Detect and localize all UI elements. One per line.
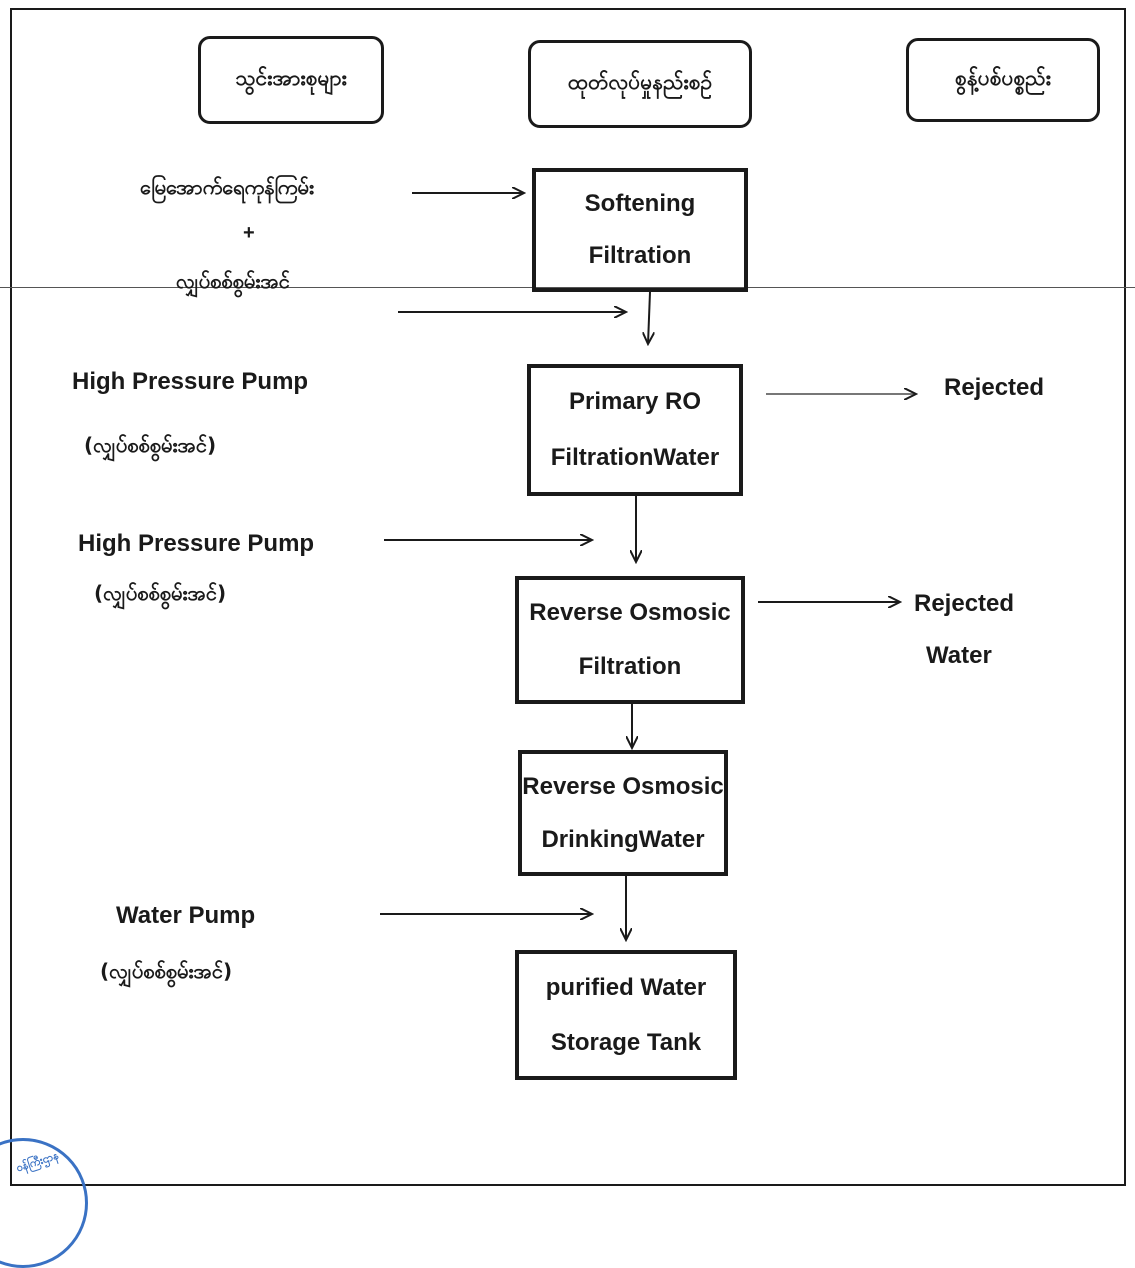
arrow-softening-to-primary <box>648 291 650 344</box>
process-line: purified Water <box>545 973 707 1001</box>
process-primary-ro: Primary RO FiltrationWater <box>527 364 743 496</box>
scan-line <box>0 287 1135 288</box>
label-rejected-1: Rejected <box>944 374 1045 401</box>
process-line: Filtration <box>588 242 692 269</box>
label-water-pump: Water Pump <box>116 902 256 929</box>
header-process: ထုတ်လုပ်မှုနည်းစဉ် <box>528 40 752 128</box>
process-softening-filtration: Softening Filtration <box>532 168 748 292</box>
header-inputs: သွင်းအားစုများ <box>198 36 384 124</box>
process-line: Storage Tank <box>550 1028 702 1056</box>
process-line: Filtration <box>578 653 682 680</box>
label-hp-pump-2-power: (လျှပ်စစ်စွမ်းအင်) <box>94 581 227 605</box>
diagram-frame <box>10 8 1126 1186</box>
process-line: Reverse Osmosic <box>522 772 724 800</box>
label-rejected-2-line2: Water <box>926 642 992 669</box>
label-water-pump-power: (လျှပ်စစ်စွမ်းအင်) <box>100 959 233 983</box>
label-rejected-2-line1: Rejected <box>914 590 1015 617</box>
seal-text: ဝန်ကြီးဌာန <box>14 1148 61 1175</box>
process-reverse-osmosic-drinking: Reverse Osmosic DrinkingWater <box>518 750 728 876</box>
label-hp-pump-1: High Pressure Pump <box>72 368 309 395</box>
process-reverse-osmosic-filtration: Reverse Osmosic Filtration <box>515 576 745 704</box>
label-hp-pump-2: High Pressure Pump <box>78 530 315 557</box>
process-line: Reverse Osmosic <box>529 599 731 626</box>
label-plus: + <box>243 222 255 244</box>
process-storage-tank: purified Water Storage Tank <box>515 950 737 1080</box>
header-waste: စွန့်ပစ်ပစ္စည်း <box>906 38 1100 122</box>
process-line: Softening <box>584 190 696 217</box>
label-hp-pump-1-power: (လျှပ်စစ်စွမ်းအင်) <box>84 433 217 457</box>
process-line: Primary RO <box>568 388 702 415</box>
label-electricity: လျှပ်စစ်စွမ်းအင် <box>176 269 290 293</box>
flow-arrows <box>380 0 1135 1195</box>
label-groundwater: မြေအောက်ရေကုန်ကြမ်း <box>140 175 314 199</box>
process-line: FiltrationWater <box>550 444 720 471</box>
process-line: DrinkingWater <box>541 825 705 853</box>
